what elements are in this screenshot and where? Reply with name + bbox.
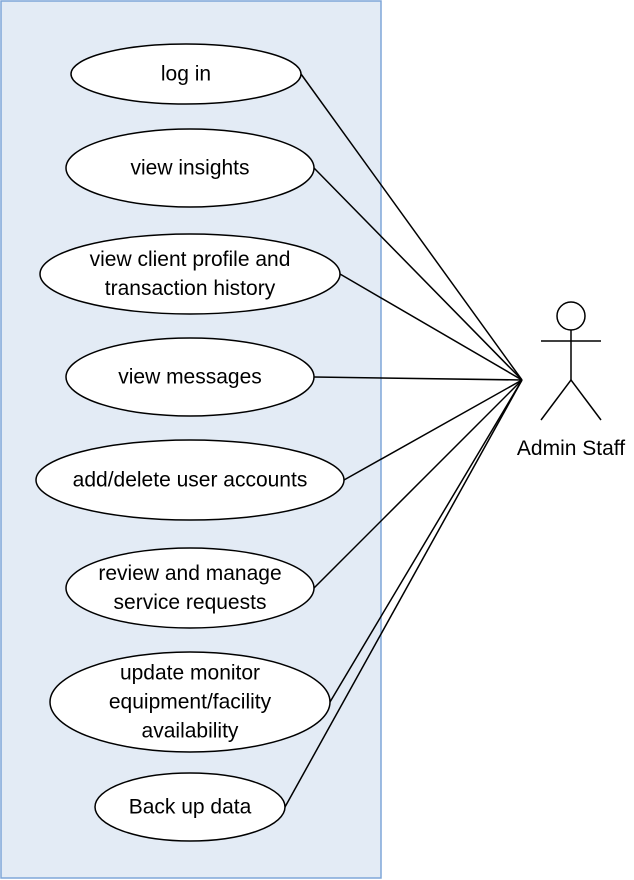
- use-cases: log in view insights view client profile a…: [35, 43, 345, 842]
- association-view-client-profile: [339, 273, 523, 381]
- use-case-label: view messages: [118, 366, 262, 389]
- use-case-ellipse: [70, 43, 302, 105]
- use-case-back-up-data[interactable]: Back up data: [94, 772, 286, 842]
- association-review-service-requests: [313, 379, 523, 589]
- use-case-label: Back up data: [129, 796, 252, 819]
- use-case-ellipse: [94, 772, 286, 842]
- actor-right-leg: [570, 379, 602, 421]
- use-case-log-in[interactable]: log in: [70, 43, 302, 105]
- use-case-view-insights[interactable]: view insights: [65, 128, 315, 208]
- use-case-label: transaction history: [105, 277, 276, 300]
- use-case-label: add/delete user accounts: [73, 469, 308, 492]
- use-case-ellipse: [65, 337, 315, 417]
- actor-admin-staff[interactable]: Admin Staff: [517, 301, 625, 460]
- use-case-view-messages[interactable]: view messages: [65, 337, 315, 417]
- use-case-ellipse: [35, 439, 345, 521]
- use-case-ellipse: [65, 547, 315, 629]
- use-case-label: update monitor: [120, 662, 260, 685]
- actor-label: Admin Staff: [517, 437, 625, 460]
- actor-head: [556, 301, 586, 331]
- use-case-label: log in: [161, 63, 211, 86]
- association-view-messages: [313, 376, 523, 381]
- actor-left-leg: [540, 379, 572, 421]
- use-case-add-delete-user-accounts[interactable]: add/delete user accounts: [35, 439, 345, 521]
- associations: [284, 73, 523, 808]
- association-update-availability: [329, 379, 523, 703]
- association-back-up-data: [284, 379, 523, 808]
- use-case-ellipse: [65, 128, 315, 208]
- use-case-label: review and manage: [98, 562, 281, 585]
- use-case-label: service requests: [114, 591, 267, 614]
- use-case-review-service-requests[interactable]: review and manage service requests: [65, 547, 315, 629]
- association-log-in: [300, 73, 523, 381]
- use-case-ellipse: [49, 651, 331, 753]
- use-case-label: view insights: [130, 157, 249, 180]
- use-case-label: equipment/facility: [109, 691, 272, 714]
- use-case-update-availability[interactable]: update monitor equipment/facility availabi…: [49, 651, 331, 753]
- use-case-ellipse: [39, 233, 341, 315]
- association-view-insights: [313, 167, 523, 381]
- use-case-label: view client profile and: [90, 248, 291, 271]
- use-case-view-client-profile[interactable]: view client profile and transaction histo…: [39, 233, 341, 315]
- association-add-delete-user-accounts: [343, 379, 523, 481]
- use-case-label: availability: [142, 720, 239, 743]
